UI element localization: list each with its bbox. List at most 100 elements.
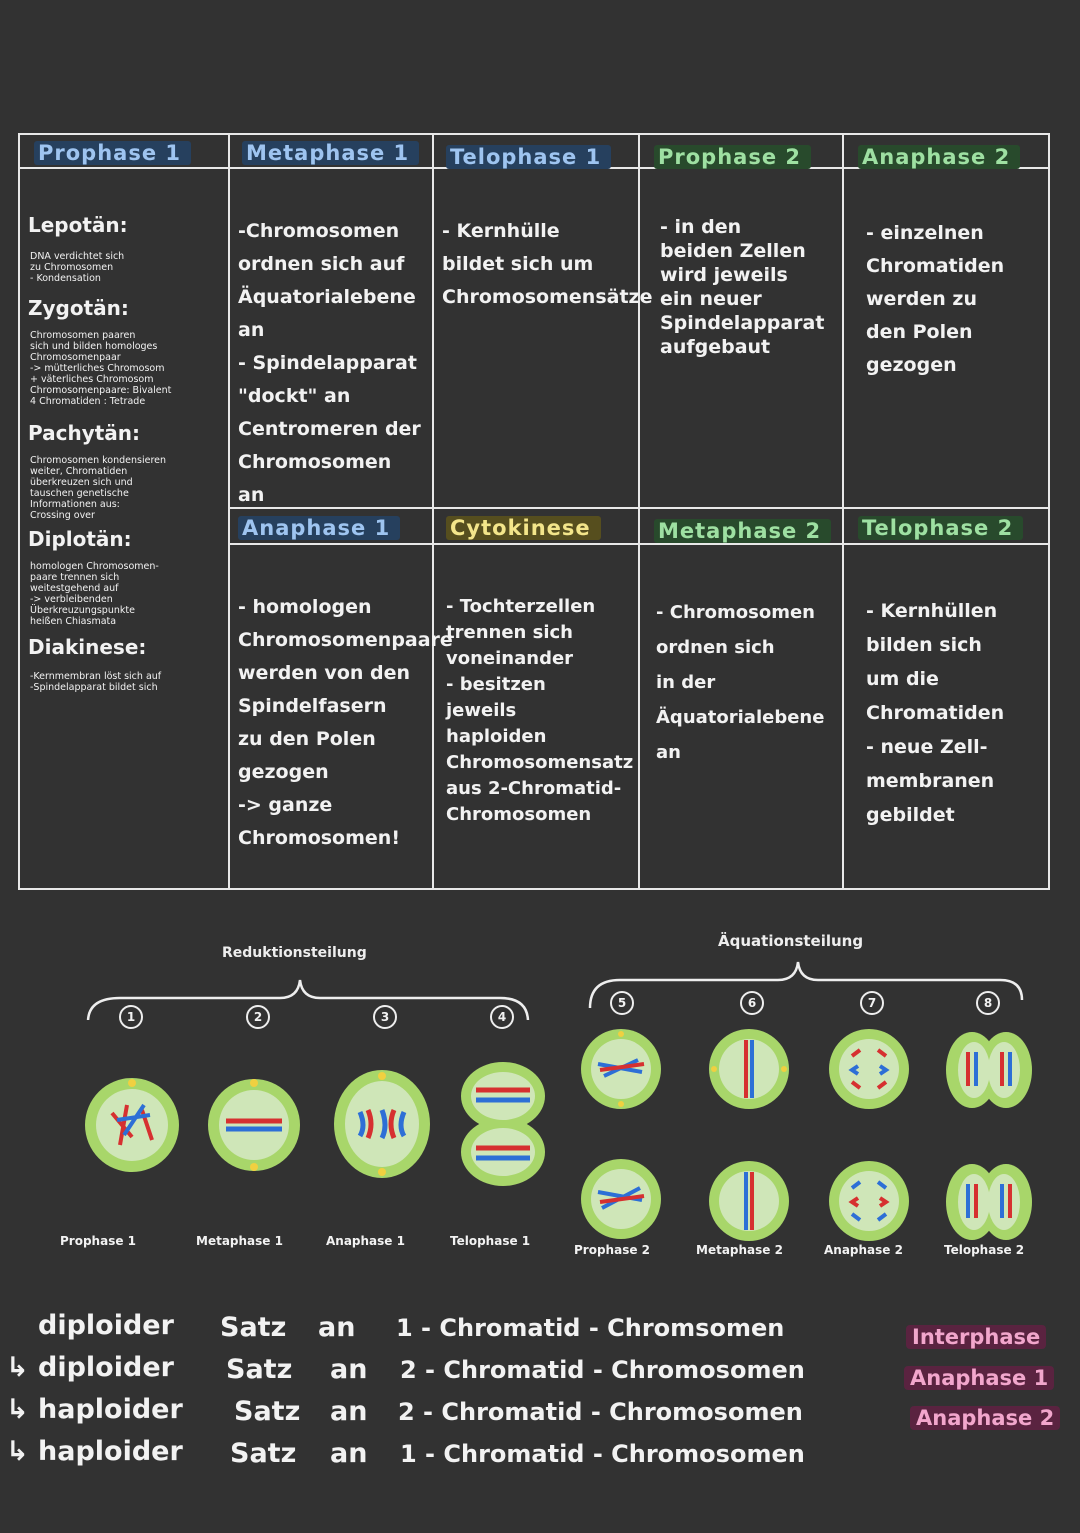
cell-anaphase2-icon	[829, 1029, 909, 1109]
step-number: 3	[373, 1005, 397, 1029]
cell-metaphase1-icon	[208, 1079, 300, 1171]
header-label: Telophase 2	[858, 516, 1024, 540]
text-line: - einzelnen	[866, 222, 984, 244]
stage-pachytaen: Pachytän: Chromosomen kondensieren weite…	[28, 421, 222, 521]
stage-name: Pachytän:	[28, 421, 141, 445]
text-line: zu den Polen	[238, 728, 376, 750]
step-number: 7	[860, 991, 884, 1015]
cell-prophase2-icon	[581, 1159, 661, 1239]
text-line: wird jeweils	[660, 264, 788, 286]
stage-name: Lepotän:	[28, 213, 128, 237]
header-telophase1: Telophase 1	[440, 141, 636, 173]
phase-label: Anaphase 1	[326, 1234, 405, 1248]
divider	[228, 135, 230, 888]
cell-anaphase1-icon	[334, 1070, 430, 1178]
header-label: Metaphase 2	[654, 519, 832, 543]
reduktion-label: Reduktionsteilung	[222, 945, 367, 961]
text-line: Chromatiden	[866, 702, 1005, 724]
text-line: gezogen	[238, 761, 329, 783]
note-line: -Spindelapparat bildet sich	[30, 682, 158, 693]
divider	[638, 135, 640, 888]
note-line: weitestgehend auf	[30, 583, 119, 594]
header-label: Anaphase 1	[238, 516, 401, 540]
phase-label: Anaphase 2	[824, 1243, 903, 1257]
header-metaphase2: Metaphase 2	[648, 515, 842, 547]
text-line: - Tochterzellen	[446, 596, 596, 617]
phase-tag: Interphase	[906, 1325, 1047, 1349]
stage-notes: Chromosomen paaren sich und bilden homol…	[30, 330, 222, 407]
divider	[432, 135, 434, 888]
header-label: Prophase 2	[654, 145, 811, 169]
text-line: "dockt" an	[238, 385, 351, 407]
text-line: Chromosomenpaare	[238, 629, 453, 651]
divider	[230, 543, 1048, 545]
cell-telophase1-icon	[461, 1062, 545, 1186]
summary-term: ↳ diploider	[6, 1352, 174, 1383]
text-line: Chromosomen	[446, 804, 592, 825]
text-line: bildet sich um	[442, 253, 594, 275]
header-label: Prophase 1	[34, 141, 191, 165]
text-line: Spindelfasern	[238, 695, 387, 717]
step-number: 2	[246, 1005, 270, 1029]
metaphase1-content: -Chromosomen ordnen sich auf Äquatoriale…	[232, 211, 432, 507]
phase-label: Metaphase 1	[196, 1234, 283, 1248]
text-line: an	[656, 742, 681, 763]
summary-chromatid: 2 - Chromatid - Chromosomen	[400, 1356, 805, 1384]
stage-notes: homologen Chromosomen- paare trennen sic…	[30, 561, 222, 627]
summary-an: an	[330, 1396, 368, 1427]
text-line: aufgebaut	[660, 336, 771, 358]
stage-notes: DNA verdichtet sich zu Chromosomen - Kon…	[30, 251, 222, 284]
text-line: - neue Zell-	[866, 736, 988, 758]
step-number: 4	[490, 1005, 514, 1029]
header-label: Telophase 1	[446, 145, 612, 169]
telophase1-content: - Kernhülle bildet sich um Chromosomensä…	[436, 211, 653, 318]
note-line: sich und bilden homologes	[30, 341, 158, 352]
cell-metaphase2-icon	[709, 1161, 789, 1241]
header-telophase2: Telophase 2	[852, 512, 1046, 544]
header-label: Cytokinese	[446, 516, 601, 540]
header-prophase2: Prophase 2	[648, 141, 842, 173]
text-line: - Kernhülle	[442, 220, 560, 242]
note-line: Informationen aus:	[30, 499, 120, 510]
cell-prophase1-icon	[85, 1078, 179, 1172]
phase-label: Prophase 1	[60, 1234, 136, 1248]
note-line: DNA verdichtet sich	[30, 251, 125, 262]
text-line: Chromosomensatz	[446, 752, 634, 773]
text-line: Chromosomensätze	[442, 286, 653, 308]
anaphase1-content: - homologen Chromosomenpaare werden von …	[232, 587, 453, 859]
stage-diplotaen: Diplotän: homologen Chromosomen- paare t…	[28, 527, 222, 627]
text-line: Äquatorialebene	[238, 286, 416, 308]
text-line: -> ganze	[238, 794, 333, 816]
text-line: Äquatorialebene	[656, 707, 825, 728]
step-number: 6	[740, 991, 764, 1015]
text-line: an	[238, 484, 265, 506]
text-line: jeweils	[446, 700, 517, 721]
phase-tag: Anaphase 1	[904, 1366, 1055, 1390]
phase-label: Metaphase 2	[696, 1243, 783, 1257]
divider	[842, 135, 844, 888]
header-anaphase2: Anaphase 2	[852, 141, 1046, 173]
note-line: -Kernmembran löst sich auf	[30, 671, 162, 682]
step-number: 5	[610, 991, 634, 1015]
metaphase2-content: - Chromosomen ordnen sich in der Äquator…	[650, 591, 842, 774]
header-anaphase1: Anaphase 1	[232, 512, 432, 544]
telophase2-content: - Kernhüllen bilden sich um die Chromati…	[860, 590, 1048, 836]
step-number: 1	[119, 1005, 143, 1029]
text-line: Centromeren der	[238, 418, 421, 440]
note-line: Chromosomen kondensieren	[30, 455, 167, 466]
summary-an: an	[318, 1312, 356, 1343]
summary-an: an	[330, 1354, 368, 1385]
cell-telophase2-icon	[946, 1164, 1032, 1240]
cytokinese-content: - Tochterzellen trennen sich voneinander…	[440, 590, 638, 832]
cell-anaphase2-icon	[829, 1161, 909, 1241]
aequation-label: Äquationsteilung	[718, 932, 864, 950]
text-line: Chromosomen!	[238, 827, 400, 849]
note-line: Crossing over	[30, 510, 95, 521]
prophase2-content: - in den beiden Zellen wird jeweils ein …	[654, 211, 842, 363]
text-line: - besitzen	[446, 674, 546, 695]
bracket-lines	[86, 961, 1024, 1020]
note-line: heißen Chiasmata	[30, 616, 117, 627]
note-line: paare trennen sich	[30, 572, 120, 583]
cell-telophase2-icon	[946, 1032, 1032, 1108]
stage-notes: Chromosomen kondensieren weiter, Chromat…	[30, 455, 222, 521]
